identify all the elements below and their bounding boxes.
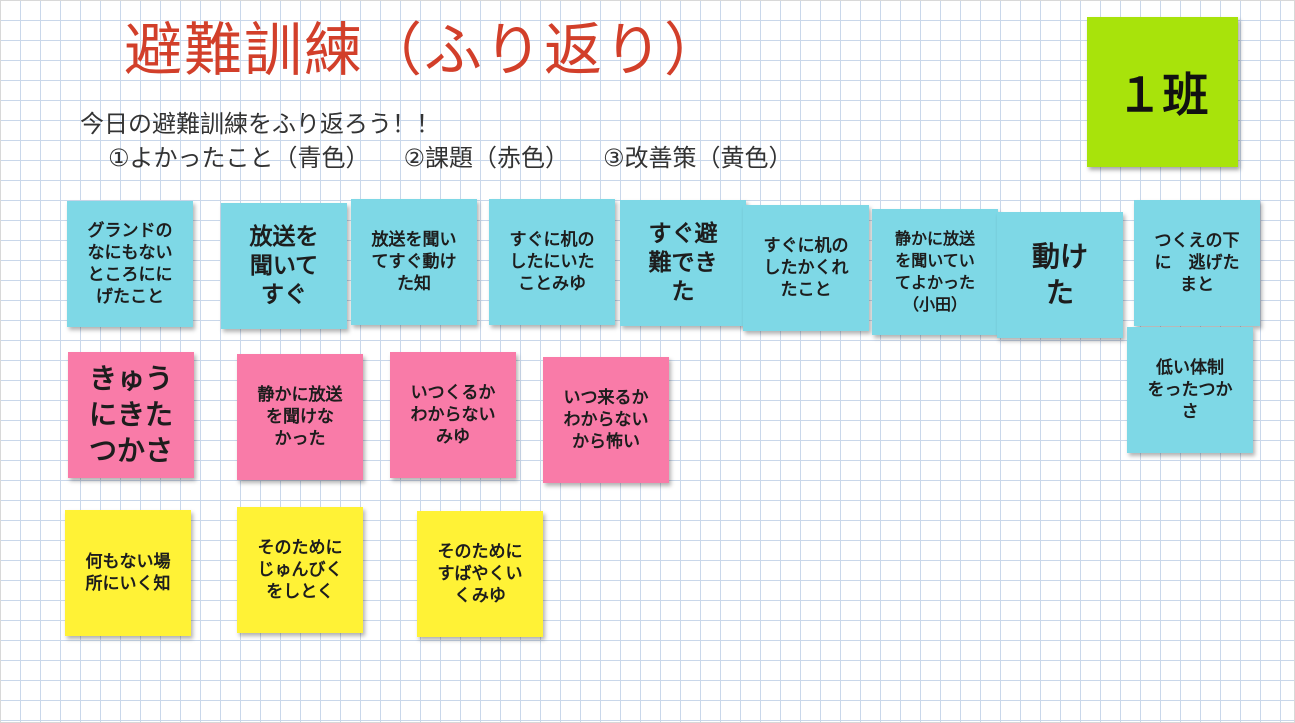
slide-subtitle: 今日の避難訓練をふり返ろう！！ xyxy=(80,110,440,138)
sticky-note-yellow-1[interactable]: 何もない場 所にいく知 xyxy=(65,510,191,636)
sticky-note-pink-1[interactable]: きゅう にきた つかさ xyxy=(68,352,194,478)
legend-improve-yellow: ③改善策（黄色） xyxy=(603,144,793,172)
team-label-box: １班 xyxy=(1087,17,1238,167)
sticky-note-blue-9[interactable]: つくえの下 に 逃げた まと xyxy=(1134,200,1260,326)
sticky-note-yellow-3[interactable]: そのために すばやくい くみゆ xyxy=(417,511,543,637)
sticky-note-pink-2[interactable]: 静かに放送 を聞けな かった xyxy=(237,354,363,480)
slide-title: 避難訓練（ふり返り） xyxy=(124,16,725,84)
sticky-note-blue-6[interactable]: すぐに机の したかくれ たこと xyxy=(743,205,869,331)
sticky-note-blue-2[interactable]: 放送を 聞いて すぐ xyxy=(221,203,347,329)
sticky-note-blue-1[interactable]: グランドの なにもない ところにに げたこと xyxy=(67,201,193,327)
legend-good-blue: ①よかったこと（青色） xyxy=(108,144,370,172)
sticky-note-pink-3[interactable]: いつくるか わからない みゆ xyxy=(390,352,516,478)
sticky-note-pink-4[interactable]: いつ来るか わからない から怖い xyxy=(543,357,669,483)
color-legend: ①よかったこと（青色） ②課題（赤色） ③改善策（黄色） xyxy=(108,142,793,174)
sticky-note-blue-3[interactable]: 放送を聞い てすぐ動け た知 xyxy=(351,199,477,325)
sticky-note-blue-10[interactable]: 低い体制 をったつか さ xyxy=(1127,327,1253,453)
sticky-note-blue-4[interactable]: すぐに机の したにいた ことみゆ xyxy=(489,199,615,325)
sticky-note-blue-8[interactable]: 動け た xyxy=(997,212,1123,338)
legend-issue-red: ②課題（赤色） xyxy=(403,144,570,172)
sticky-note-yellow-2[interactable]: そのために じゅんびく をしとく xyxy=(237,507,363,633)
sticky-note-blue-7[interactable]: 静かに放送 を聞いてい てよかった （小田） xyxy=(872,209,998,335)
sticky-note-blue-5[interactable]: すぐ避 難でき た xyxy=(620,200,746,326)
